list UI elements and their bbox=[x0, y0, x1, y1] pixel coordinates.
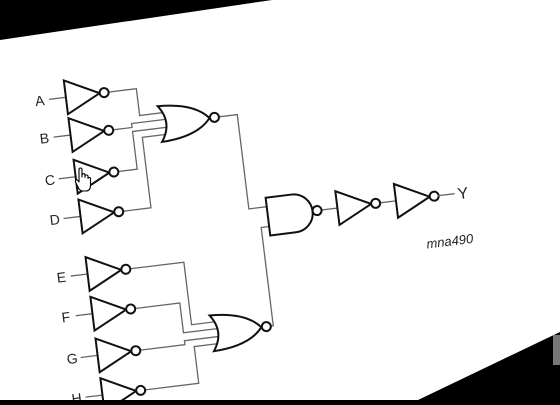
input-label-h: H bbox=[71, 390, 83, 400]
input-labels: A B C D E F G H bbox=[34, 92, 83, 405]
input-lead-h bbox=[85, 394, 103, 398]
wire-or-bottom-to-and bbox=[260, 225, 275, 327]
wire-d-to-or-top bbox=[123, 133, 166, 212]
inverter-out-1 bbox=[334, 189, 382, 227]
inverter-b bbox=[67, 116, 115, 154]
input-label-a: A bbox=[34, 92, 46, 109]
input-label-e: E bbox=[56, 269, 67, 286]
input-label-c: C bbox=[44, 171, 56, 188]
wire-g-to-or-bottom bbox=[140, 335, 219, 351]
input-lead-a bbox=[48, 96, 66, 101]
output-label-group: Y bbox=[437, 185, 470, 203]
wire-f-to-or-bottom bbox=[135, 302, 218, 334]
inverter-g bbox=[94, 337, 142, 374]
output-label-y: Y bbox=[457, 185, 470, 203]
wire-a-to-or-top bbox=[108, 87, 163, 117]
inverter-e bbox=[84, 255, 132, 293]
input-lead-d bbox=[63, 215, 81, 220]
or-gate-bottom bbox=[207, 313, 272, 353]
wire-h-to-or-bottom bbox=[145, 343, 218, 391]
inverter-f bbox=[89, 295, 137, 333]
wire-inverter-1-to-inverter-2 bbox=[379, 200, 397, 204]
input-label-f: F bbox=[61, 308, 71, 325]
input-lead-b bbox=[53, 134, 71, 138]
input-label-b: B bbox=[39, 130, 50, 147]
input-lead-e bbox=[70, 273, 88, 277]
and-gate bbox=[264, 193, 323, 237]
wire-and-to-inverter-1 bbox=[321, 207, 338, 211]
or-gate-top bbox=[155, 104, 220, 144]
inverter-out-2 bbox=[392, 182, 440, 220]
figure-id-label: mna490 bbox=[426, 231, 475, 252]
inverter-d bbox=[77, 198, 125, 236]
page-scrollbar-edge[interactable] bbox=[553, 335, 560, 365]
input-lead-c bbox=[58, 176, 76, 180]
inverter-a bbox=[62, 78, 110, 116]
wire-or-top-to-and bbox=[218, 113, 267, 210]
input-label-g: G bbox=[66, 350, 79, 367]
wire-b-to-or-top bbox=[113, 118, 166, 131]
wiring bbox=[48, 87, 397, 398]
wire-e-to-or-bottom bbox=[130, 261, 215, 326]
input-lead-g bbox=[80, 354, 98, 359]
input-lead-f bbox=[75, 313, 93, 317]
input-label-d: D bbox=[49, 211, 61, 228]
wire-c-to-or-top bbox=[118, 126, 167, 173]
hand-pointer-icon bbox=[74, 167, 92, 192]
